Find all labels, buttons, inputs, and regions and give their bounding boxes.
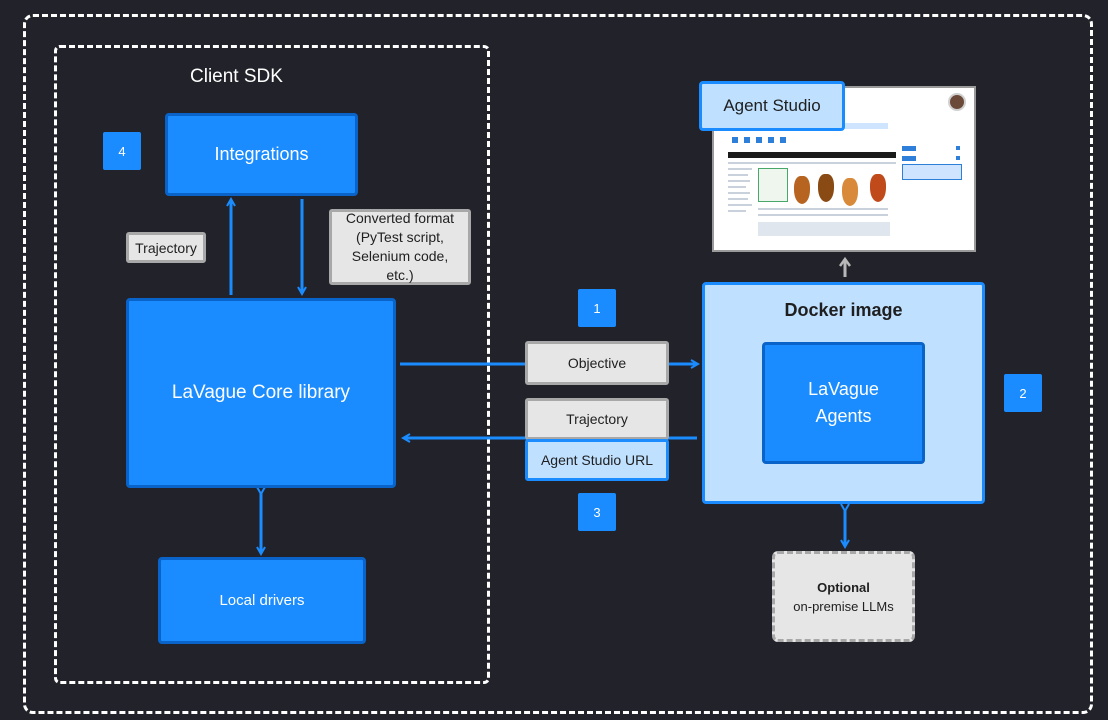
- trajectory-label-right: Trajectory: [525, 398, 669, 440]
- optional-llms-subtitle: on-premise LLMs: [793, 599, 894, 614]
- core-library-box: LaVague Core library: [126, 298, 396, 488]
- optional-llms-title: Optional: [817, 580, 870, 595]
- docker-image-title: Docker image: [784, 300, 903, 320]
- agent-studio-url-label: Agent Studio URL: [525, 439, 669, 481]
- system-boundary: [23, 14, 1093, 714]
- lavague-agents-box: LaVague Agents: [762, 342, 925, 464]
- trajectory-label-left: Trajectory: [126, 232, 206, 263]
- local-drivers-box: Local drivers: [158, 557, 366, 644]
- step-badge-3: 3: [578, 493, 616, 531]
- step-badge-2: 2: [1004, 374, 1042, 412]
- client-sdk-title: Client SDK: [190, 66, 283, 87]
- converted-format-label: Converted format (PyTest script, Seleniu…: [329, 209, 471, 285]
- user-avatar: [948, 93, 966, 111]
- agent-studio-label: Agent Studio: [699, 81, 845, 131]
- step-badge-1: 1: [578, 289, 616, 327]
- integrations-box: Integrations: [165, 113, 358, 196]
- step-badge-4: 4: [103, 132, 141, 170]
- objective-label: Objective: [525, 341, 669, 385]
- optional-llms-box: Optional on-premise LLMs: [772, 551, 915, 642]
